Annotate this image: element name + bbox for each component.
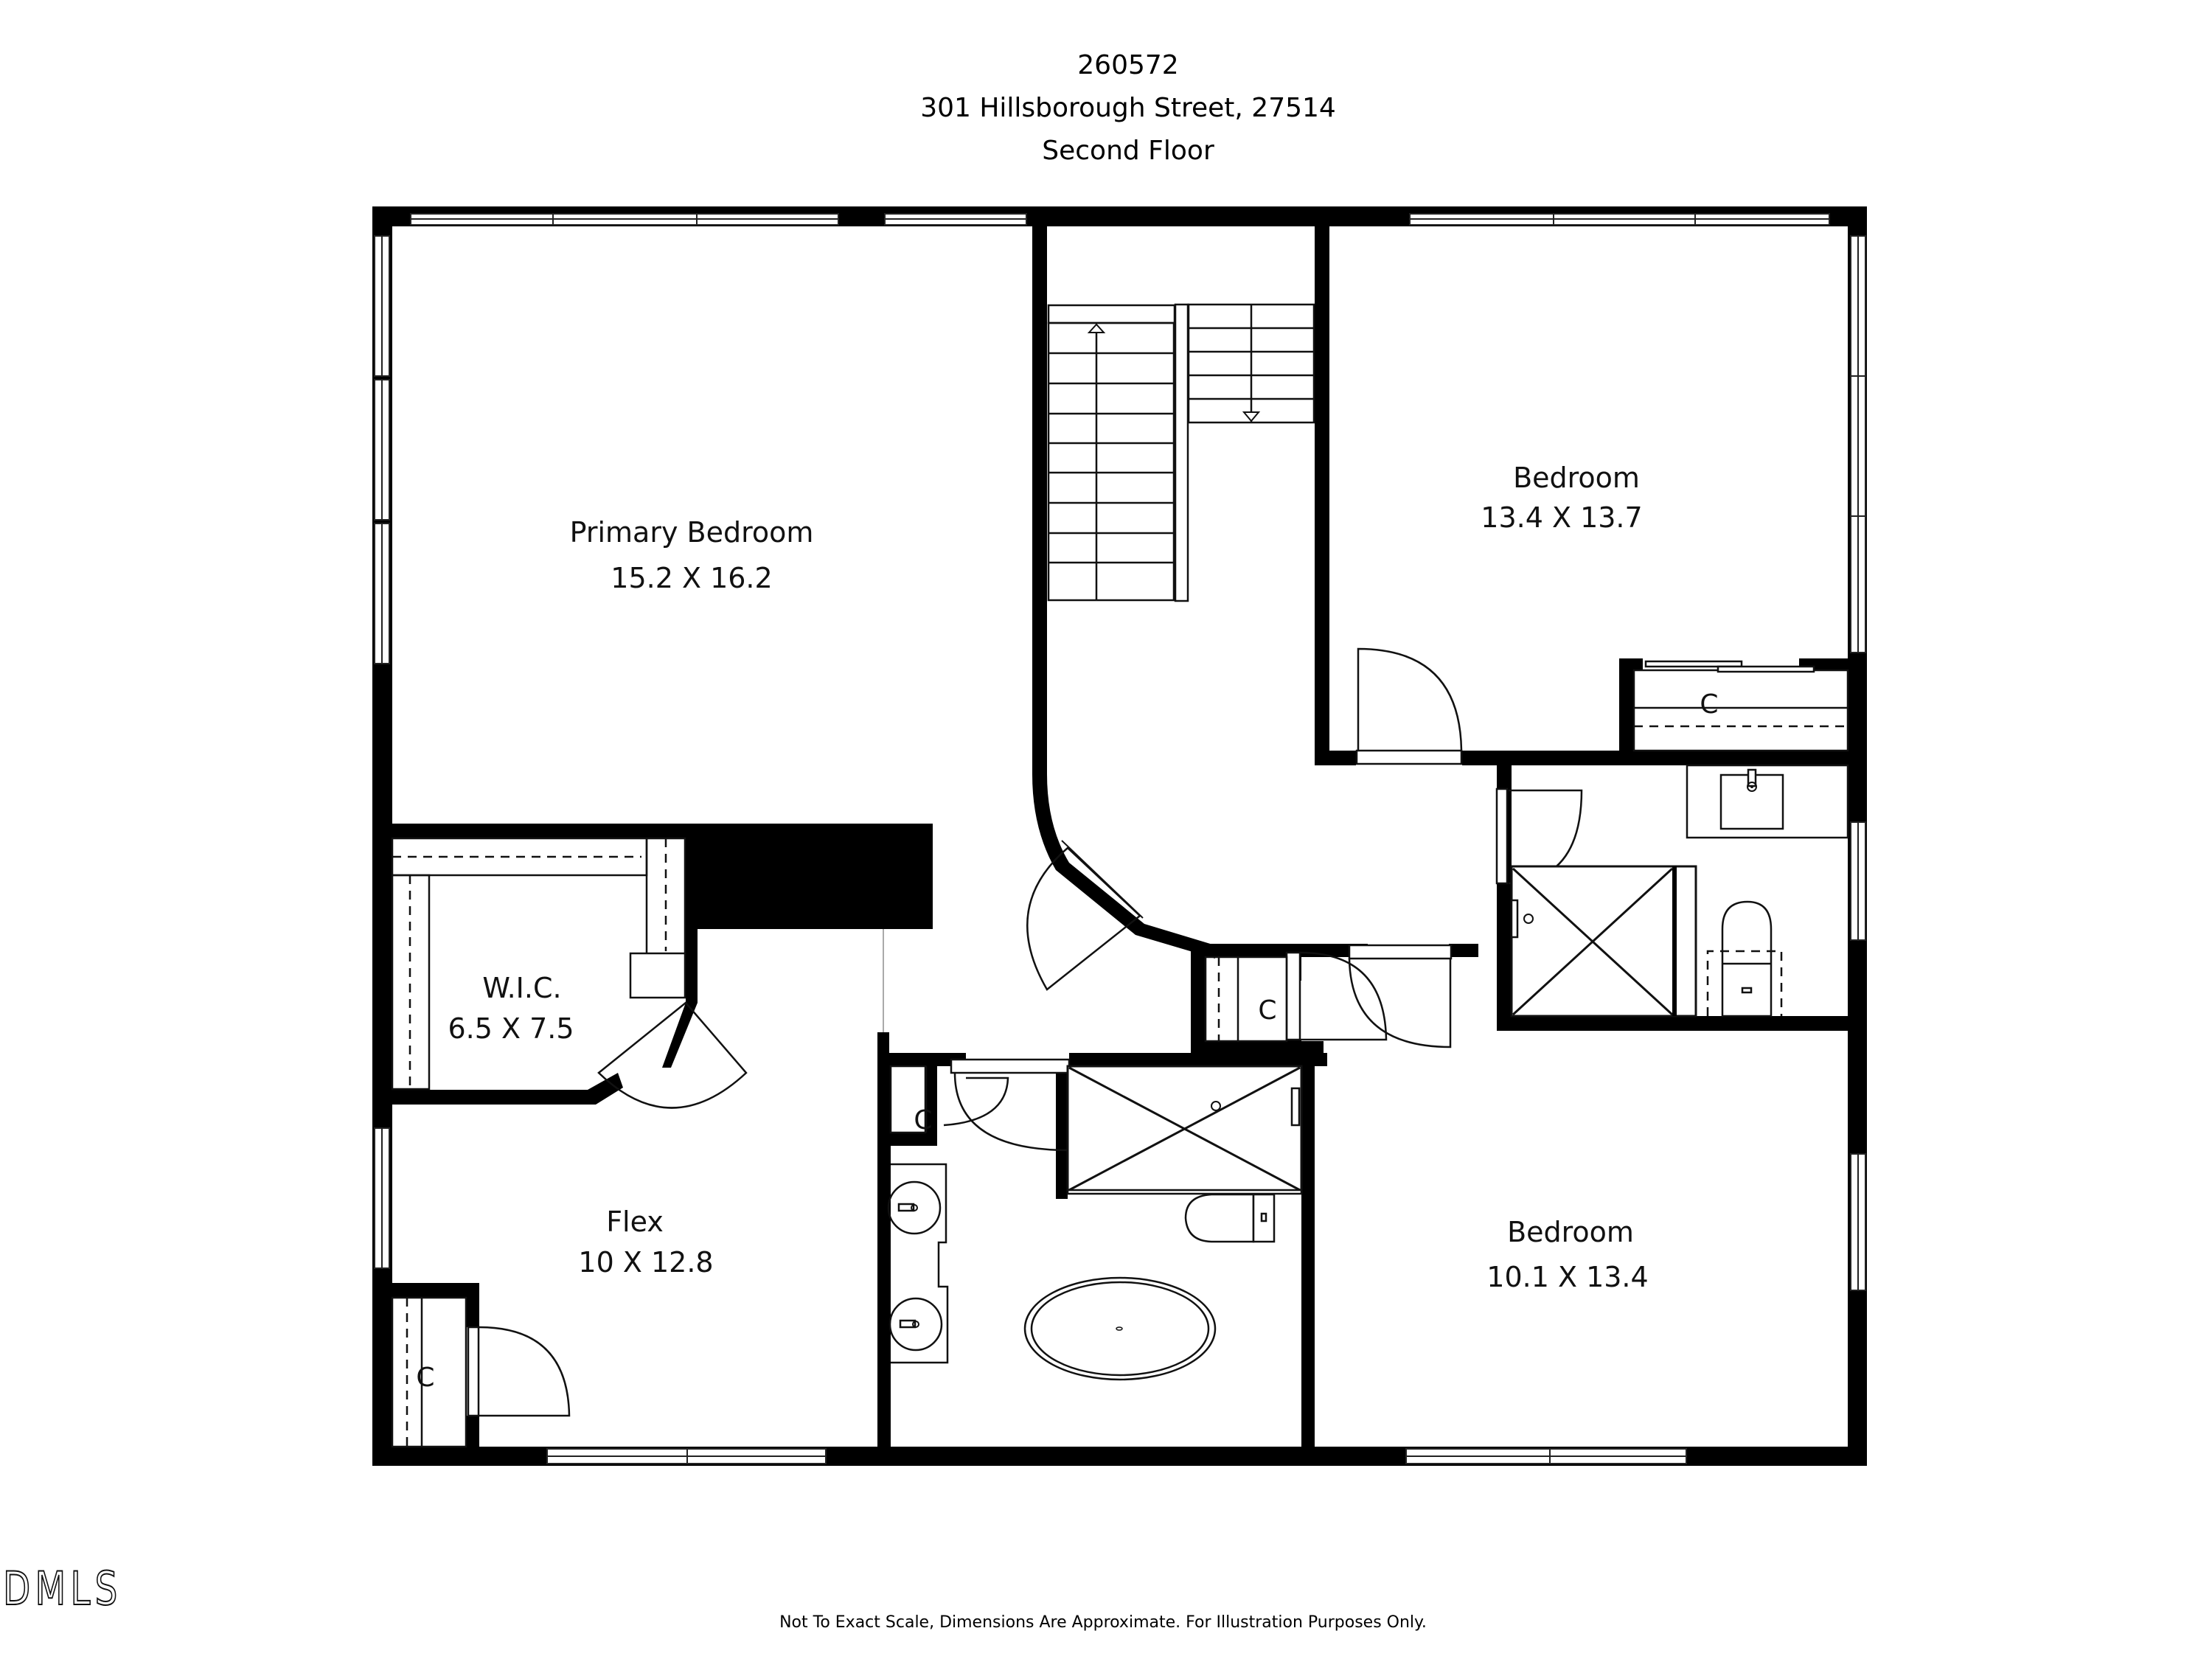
closet-shelves: [391, 660, 1849, 1448]
closet-label: C: [1258, 995, 1276, 1026]
room-dims-flex: 10 X 12.8: [578, 1246, 713, 1279]
window-icon: [374, 213, 1866, 1464]
room-labels: Primary Bedroom 15.2 X 16.2 Bedroom 13.4…: [448, 462, 1648, 1293]
room-name-bedroom-2: Bedroom: [1507, 1216, 1634, 1248]
logo-text: DMLS: [2, 1561, 122, 1616]
bathtub-icon: [1023, 1276, 1217, 1381]
closet-label: C: [416, 1363, 434, 1393]
room-dims-primary-bedroom: 15.2 X 16.2: [611, 562, 772, 594]
toilet-icon: [1184, 1193, 1276, 1243]
sink-icon: [1686, 764, 1849, 839]
address: 301 Hillsborough Street, 27514: [920, 93, 1336, 123]
door-swing-icon: [467, 647, 1583, 1417]
arrow-down-icon: [1242, 411, 1261, 422]
shower-icon: [1066, 1065, 1303, 1195]
shower-icon: [1510, 865, 1697, 1018]
floor-name: Second Floor: [1042, 136, 1214, 166]
closet-labels: C C C C: [416, 689, 1718, 1393]
room-name-flex: Flex: [606, 1206, 664, 1238]
room-name-wic: W.I.C.: [482, 972, 561, 1004]
sink-icon: [887, 1180, 942, 1235]
arrow-up-icon: [1087, 323, 1106, 333]
dmls-logo: DMLS: [2, 1561, 122, 1616]
sink-icon: [888, 1297, 943, 1352]
listing-id: 260572: [1077, 50, 1179, 80]
room-dims-bedroom-1: 13.4 X 13.7: [1481, 501, 1642, 534]
room-name-bedroom-1: Bedroom: [1513, 462, 1640, 494]
room-dims-wic: 6.5 X 7.5: [448, 1012, 574, 1045]
closet-label: C: [1700, 689, 1718, 720]
primary-bath-fixtures: [887, 1065, 1303, 1381]
closet-label: C: [914, 1105, 932, 1135]
toilet-icon: [1706, 900, 1783, 1018]
disclaimer: Not To Exact Scale, Dimensions Are Appro…: [779, 1613, 1427, 1632]
hall-bath-fixtures: [1510, 764, 1849, 1018]
plan-header: 260572 301 Hillsborough Street, 27514 Se…: [0, 44, 2212, 173]
room-dims-bedroom-2: 10.1 X 13.4: [1486, 1261, 1648, 1293]
stairs-icon: [1047, 303, 1315, 602]
room-name-primary-bedroom: Primary Bedroom: [570, 516, 814, 549]
